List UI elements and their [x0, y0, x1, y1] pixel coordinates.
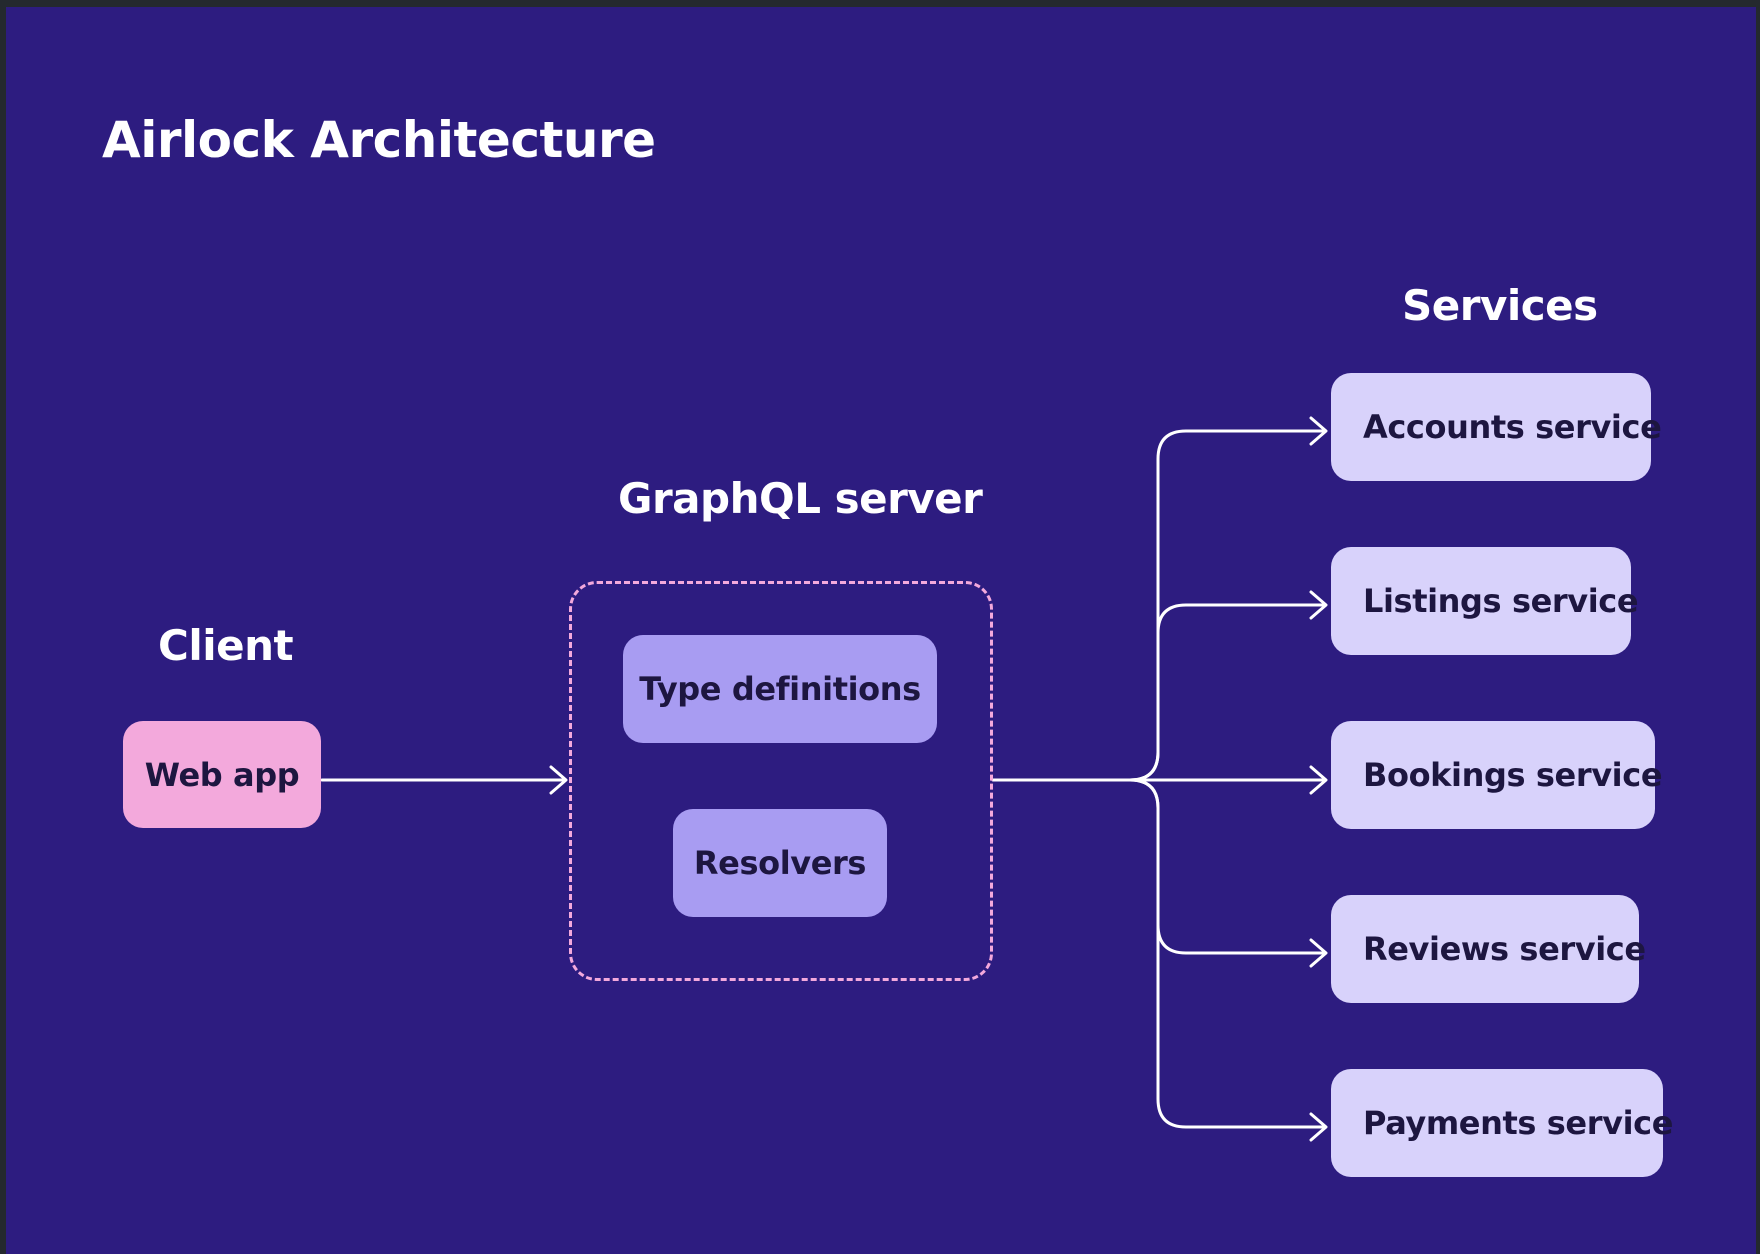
arrowhead-reviews — [1309, 938, 1328, 968]
arrowhead-server — [549, 765, 568, 795]
diagram-title: Airlock Architecture — [102, 111, 656, 169]
reviews-service-node: Reviews service — [1331, 895, 1646, 1003]
listings-service-node: Listings service — [1331, 547, 1639, 655]
edge-to-payments — [1128, 778, 1326, 1129]
arrowhead-listings — [1309, 590, 1328, 620]
payments-service-node: Payments service — [1331, 1069, 1673, 1177]
bookings-service-node: Bookings service — [1331, 721, 1663, 829]
accounts-service-node: Accounts service — [1331, 373, 1662, 481]
arrowhead-bookings — [1309, 765, 1328, 795]
type-definitions-node: Type definitions — [623, 635, 937, 743]
arrowhead-payments — [1309, 1112, 1328, 1142]
connector-lines — [320, 416, 1328, 1142]
resolvers-node: Resolvers — [673, 809, 887, 917]
edge-to-listings — [1128, 603, 1326, 782]
graphql-server-frame — [569, 581, 993, 981]
web-app-node: Web app — [123, 721, 321, 828]
graphql-server-heading: GraphQL server — [618, 474, 983, 523]
arrowhead-accounts — [1309, 416, 1328, 446]
services-heading: Services — [1402, 281, 1598, 330]
client-heading: Client — [158, 621, 294, 670]
